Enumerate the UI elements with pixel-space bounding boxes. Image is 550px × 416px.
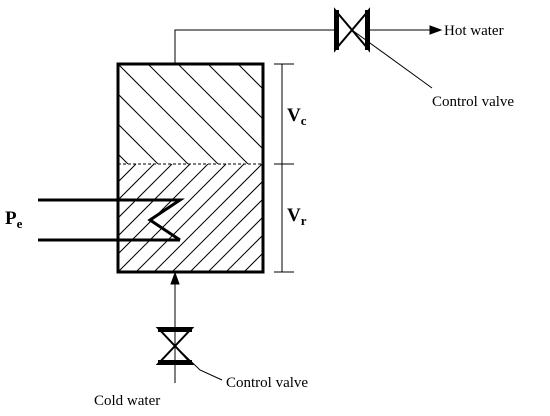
hot-water-label: Hot water [444, 23, 504, 39]
storage-tank [116, 62, 265, 274]
vr-main: V [287, 205, 301, 226]
vc-sub: c [301, 113, 307, 128]
cold-water-pipe [170, 271, 180, 383]
bottom-control-valve [155, 327, 223, 381]
hot-water-pipe [174, 25, 443, 64]
vc-label: Vc [287, 105, 307, 128]
heating-element [38, 198, 185, 242]
control-valve-bottom-label: Control valve [226, 375, 308, 391]
top-control-valve [334, 7, 433, 89]
vr-sub: r [301, 213, 307, 228]
pe-sub: e [17, 216, 23, 231]
control-valve-top-label: Control valve [432, 94, 514, 110]
volume-dimension-lines [274, 63, 294, 273]
vr-label: Vr [287, 205, 307, 228]
upper-region-hatching [118, 64, 263, 164]
vc-main: V [287, 105, 301, 126]
pe-label: Pe [5, 208, 23, 231]
cold-water-label: Cold water [94, 393, 160, 409]
pe-main: P [5, 208, 17, 229]
